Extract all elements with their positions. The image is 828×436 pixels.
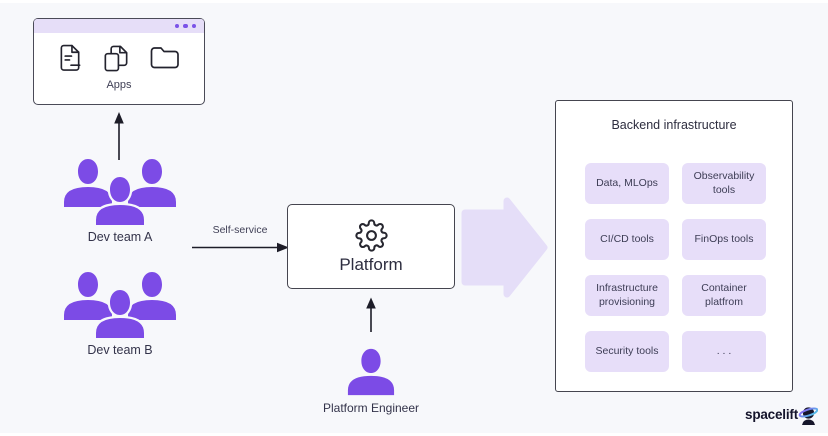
arrowhead-up-2	[366, 297, 376, 309]
apps-window: Apps	[33, 18, 205, 105]
page-margin-top	[0, 0, 828, 3]
window-dot-icon	[191, 23, 196, 29]
dev-team-b-label: Dev team B	[87, 343, 153, 357]
apps-label: Apps	[106, 79, 132, 91]
gear-icon	[354, 218, 388, 252]
backend-tile: Infrastructure provisioning	[585, 275, 669, 316]
backend-infrastructure-panel: Backend infrastructure Data, MLOps Obser…	[555, 100, 793, 392]
backend-tile: CI/CD tools	[585, 219, 669, 260]
spacelift-wordmark: spacelift	[745, 407, 798, 422]
folder-icon	[150, 47, 179, 69]
backend-tile: . . .	[682, 331, 766, 372]
dev-team-b-icon	[64, 272, 176, 338]
backend-tile-grid: Data, MLOps Observability tools CI/CD to…	[585, 163, 766, 372]
dev-team-a-label: Dev team A	[87, 230, 153, 244]
apps-icon-row	[34, 41, 204, 75]
backend-title: Backend infrastructure	[611, 118, 737, 132]
platform-label: Platform	[339, 254, 403, 274]
document-icon	[60, 44, 80, 71]
platform-box: Platform	[287, 204, 455, 289]
backend-tile: Container platfrom	[682, 275, 766, 316]
backend-tile: Security tools	[585, 331, 669, 372]
apps-window-titlebar	[34, 19, 204, 33]
window-dot-icon	[183, 23, 188, 29]
platform-engineer-label: Platform Engineer	[322, 401, 420, 415]
backend-tile: Data, MLOps	[585, 163, 669, 204]
self-service-label: Self-service	[212, 224, 268, 236]
arrowhead-up-1	[114, 112, 124, 124]
spacelift-logo: spacelift	[745, 405, 818, 425]
backend-tile: Observability tools	[682, 163, 766, 204]
window-dot-icon	[174, 23, 179, 29]
dev-team-a-icon	[64, 159, 176, 225]
copy-icon	[104, 45, 127, 71]
backend-tile: FinOps tools	[682, 219, 766, 260]
page-margin-bottom	[0, 433, 828, 436]
spacelift-astronaut-icon	[798, 407, 818, 425]
platform-engineer-icon	[347, 348, 395, 396]
flow-arrow	[461, 197, 548, 298]
